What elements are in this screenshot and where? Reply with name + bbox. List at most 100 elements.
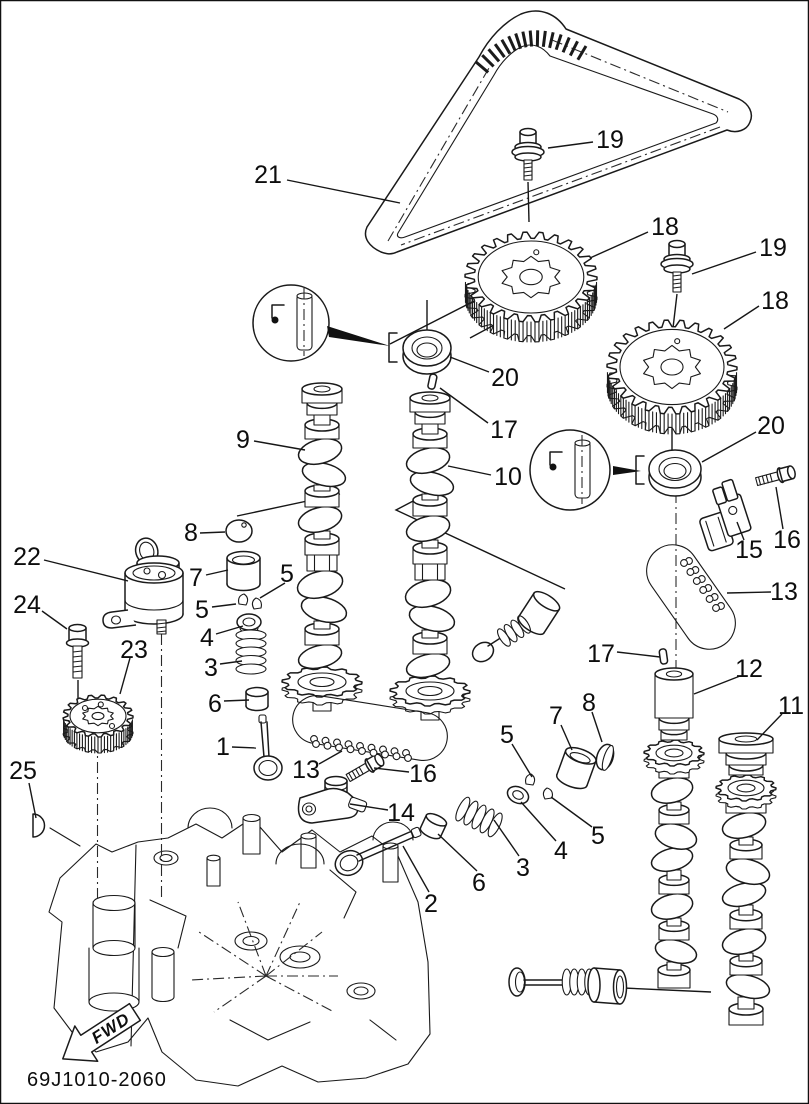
bolt-16-left	[345, 753, 385, 783]
valve-cotters-5-left	[238, 593, 262, 610]
callout-label-22: 22	[13, 543, 41, 571]
oil-seal-left	[402, 329, 452, 375]
spring-retainer-4-left	[236, 613, 262, 634]
camshaft-cap-15	[699, 478, 752, 552]
callout-leader-6	[223, 699, 250, 702]
callout-leader-5	[511, 743, 533, 778]
callout-leader-17	[616, 651, 661, 658]
callout-leader-22	[43, 559, 129, 582]
timing-chains	[310, 557, 725, 762]
callout-label-4: 4	[200, 624, 214, 652]
callout-leader-11	[756, 713, 783, 741]
callout-leader-16	[775, 486, 784, 530]
belt-teeth	[475, 30, 588, 74]
callout-label-4: 4	[554, 837, 568, 865]
callout-label-15: 15	[735, 536, 763, 564]
callout-leader-3	[219, 660, 243, 665]
callout-leader-5	[550, 796, 593, 828]
callout-leader-16	[373, 767, 410, 773]
oil-seal-right	[648, 449, 702, 497]
chain-area-left	[292, 695, 448, 761]
bolt-19-right	[660, 239, 694, 293]
callout-leader-8	[591, 711, 603, 743]
callout-leader-4	[215, 625, 244, 635]
callout-leader-20	[701, 431, 757, 463]
callout-leader-19	[691, 251, 757, 275]
pickup-14	[297, 775, 368, 824]
callout-label-16: 16	[773, 526, 801, 554]
spring-retainer-4-right	[506, 785, 530, 805]
assembled-valve-bottom-right	[508, 967, 628, 1005]
callout-leader-2	[402, 845, 430, 893]
callout-label-19: 19	[596, 126, 624, 154]
lifter-bucket-7-right	[555, 746, 597, 790]
callout-label-24: 24	[13, 591, 41, 619]
callout-leader-18	[589, 231, 649, 259]
callout-label-17: 17	[490, 416, 518, 444]
callout-label-18: 18	[651, 213, 679, 241]
callout-label-8: 8	[184, 519, 198, 547]
callout-label-13: 13	[770, 578, 798, 606]
valve-spring-3-left	[235, 629, 267, 675]
callout-label-20: 20	[757, 412, 785, 440]
chain-area-right	[646, 544, 736, 650]
lifter-bucket-7-left	[226, 550, 261, 592]
dowel-pin-17-right	[658, 648, 669, 665]
drawing-code: 69J1010-2060	[27, 1069, 167, 1091]
callout-leader-6	[437, 833, 478, 872]
callout-label-10: 10	[494, 463, 522, 491]
valve-spring-3-right	[455, 796, 503, 838]
callout-label-2: 2	[424, 890, 438, 918]
callout-leader-5	[259, 582, 286, 599]
plug-25	[32, 813, 46, 838]
callout-label-13: 13	[292, 756, 320, 784]
callout-leader-9	[253, 440, 306, 451]
callout-leader-4	[520, 801, 557, 842]
camshafts	[281, 382, 777, 1026]
bolt-19-top	[511, 127, 545, 181]
callout-label-7: 7	[549, 702, 563, 730]
callout-leader-7	[560, 724, 573, 751]
callout-label-7: 7	[189, 564, 203, 592]
valve-cotters-5-right	[525, 773, 553, 800]
callout-label-12: 12	[735, 655, 763, 683]
callout-leader-19	[547, 141, 594, 149]
callout-leader-1	[231, 746, 257, 749]
callout-label-18: 18	[761, 287, 789, 315]
callout-label-21: 21	[254, 161, 282, 189]
callout-leader-24	[41, 610, 68, 630]
assembled-valve-middle	[471, 590, 561, 663]
callout-leader-5	[211, 603, 237, 608]
callout-label-25: 25	[9, 757, 37, 785]
callout-leader-15	[736, 521, 745, 541]
callout-label-23: 23	[120, 636, 148, 664]
callout-label-11: 11	[778, 692, 804, 720]
callout-label-19: 19	[759, 234, 787, 262]
callout-leader-3	[493, 819, 520, 857]
callout-label-3: 3	[204, 654, 218, 682]
callout-leader-12	[693, 675, 741, 695]
camshaft-drive-gears	[62, 231, 738, 754]
callout-label-9: 9	[236, 426, 250, 454]
callout-leader-20	[449, 356, 490, 373]
detail-inset-left	[252, 284, 398, 363]
callout-leader-25	[28, 782, 37, 819]
callout-leader-7	[205, 569, 229, 576]
valve-pad-8-left	[225, 519, 253, 543]
dowel-pin-17-left	[427, 373, 438, 390]
callout-leader-8	[199, 531, 226, 534]
spring-seat-6-right	[419, 812, 448, 840]
tensioner-22	[102, 537, 184, 635]
callout-label-5: 5	[591, 822, 605, 850]
callout-label-5: 5	[500, 721, 514, 749]
detail-inset-right	[529, 429, 645, 511]
callout-label-16: 16	[409, 760, 437, 788]
callout-label-5: 5	[195, 596, 209, 624]
callout-label-6: 6	[472, 869, 486, 897]
bolt-24	[65, 623, 90, 679]
callout-label-5: 5	[280, 560, 294, 588]
valve-2	[334, 826, 422, 877]
